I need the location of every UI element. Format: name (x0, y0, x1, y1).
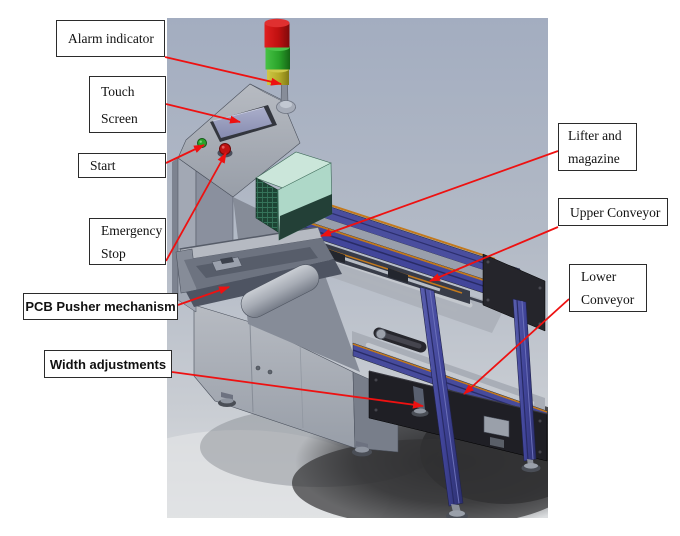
label-emergency-stop-line2: Stop (101, 245, 126, 261)
arrow-start (165, 144, 205, 164)
conveyor-motor (483, 415, 510, 438)
pcb-pusher-mechanism (175, 226, 342, 318)
label-emergency-stop-line1: Emergency (101, 222, 163, 238)
arrow-alarm-indicator (164, 56, 282, 86)
label-start-text: Start (90, 158, 116, 173)
arrow-pcb-pusher (177, 286, 230, 306)
label-touch-screen-line1: Touch (101, 83, 135, 99)
arrow-upper-conveyor (429, 226, 559, 282)
leveling-foot (521, 459, 541, 473)
arrow-lower-conveyor (463, 298, 570, 395)
upper-conveyor-end-panel (482, 253, 546, 332)
support-leg-front (419, 286, 468, 518)
label-lifter-magazine: Lifter and magazine (558, 123, 637, 171)
pusher-roller (240, 264, 320, 318)
label-lifter-magazine-line1: Lifter and (568, 128, 622, 143)
magazine-honeycomb-side (255, 177, 279, 233)
label-pcb-pusher-text: PCB Pusher mechanism (25, 299, 176, 314)
label-lifter-magazine-line2: magazine (568, 151, 620, 166)
arrow-emergency-stop (165, 152, 227, 262)
label-emergency-stop: Emergency Stop (89, 218, 166, 265)
label-pcb-pusher: PCB Pusher mechanism (23, 293, 178, 320)
support-leg-right (512, 298, 541, 473)
label-lower-conveyor-line2: Conveyor (581, 292, 635, 307)
label-width-adjustments: Width adjustments (44, 350, 172, 378)
label-alarm-indicator-text: Alarm indicator (68, 31, 154, 46)
arrow-touch-screen (165, 103, 241, 124)
magazine-box (255, 151, 333, 241)
arrow-width-adjustments (171, 371, 424, 409)
label-alarm-indicator: Alarm indicator (56, 20, 165, 57)
label-upper-conveyor: Upper Conveyor (558, 198, 668, 226)
lower-conveyor (352, 331, 548, 462)
arrow-lifter-magazine (320, 150, 559, 237)
callout-arrows (164, 56, 570, 409)
upper-conveyor (283, 189, 546, 333)
label-start: Start (78, 153, 166, 178)
control-head (177, 83, 301, 198)
width-adjustment-foot (446, 504, 468, 518)
label-lower-conveyor: Lower Conveyor (569, 264, 647, 312)
alarm-lamp-red (264, 18, 290, 48)
label-upper-conveyor-text: Upper Conveyor (570, 204, 661, 220)
transfer-belt (373, 327, 427, 353)
label-touch-screen-line2: Screen (101, 110, 138, 126)
label-lower-conveyor-line1: Lower (581, 269, 617, 284)
label-touch-screen: Touch Screen (89, 76, 166, 133)
label-width-adjustments-text: Width adjustments (49, 356, 167, 372)
touch-screen (210, 105, 277, 142)
